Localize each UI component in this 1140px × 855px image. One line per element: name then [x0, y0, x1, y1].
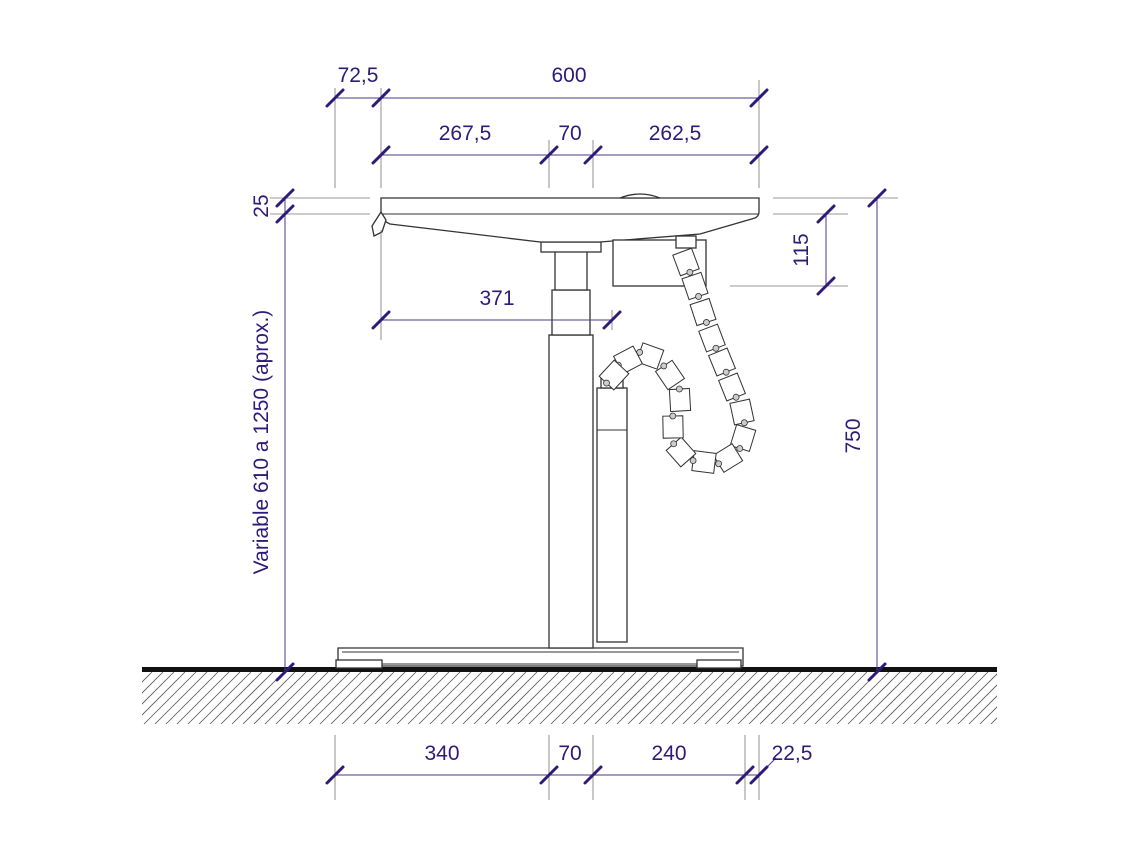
- chain-link: [717, 372, 747, 402]
- chain-link: [598, 359, 630, 391]
- tick: [275, 204, 295, 224]
- lifting-column: [540, 241, 602, 649]
- dim-top-right-segment: 262,5: [649, 122, 702, 145]
- dim-top-width: 600: [551, 64, 586, 87]
- tick: [371, 145, 391, 165]
- dim-total-height: 750: [842, 418, 865, 453]
- chain-link: [668, 385, 692, 413]
- tick: [749, 765, 769, 785]
- dim-base-left: 340: [424, 742, 459, 765]
- tick: [749, 88, 769, 108]
- chain-link: [662, 412, 684, 439]
- tick: [583, 145, 603, 165]
- dim-column-offset: 371: [479, 287, 514, 310]
- chain-link: [654, 359, 686, 391]
- chain-link: [635, 342, 665, 370]
- tick: [735, 765, 755, 785]
- desktop: [371, 193, 760, 287]
- chain-link: [681, 271, 709, 301]
- ground: [142, 667, 997, 724]
- dim-column-width-base: 70: [558, 742, 581, 765]
- motor-housing: [596, 377, 628, 643]
- tick: [816, 276, 836, 296]
- dim-height-range: Variable 610 a 1250 (aprox.): [250, 310, 273, 575]
- control-handle: [371, 210, 387, 237]
- dim-top-thickness: 25: [250, 194, 273, 217]
- tick: [325, 88, 345, 108]
- tick: [816, 204, 836, 224]
- dim-top-overhang: 72,5: [338, 64, 379, 87]
- tick: [325, 765, 345, 785]
- chain-link: [689, 297, 717, 327]
- dim-top-left-segment: 267,5: [439, 122, 492, 145]
- dim-base-overhang: 22,5: [772, 742, 813, 765]
- dim-box-depth: 115: [790, 233, 813, 266]
- dimension-labels: 72,5 600 267,5 70 262,5 371 340 70 240 2…: [250, 64, 865, 765]
- tick: [867, 188, 887, 208]
- chain-link: [729, 423, 757, 453]
- cable-chain: [598, 247, 757, 474]
- tick: [539, 765, 559, 785]
- tick: [602, 310, 622, 330]
- tick: [867, 662, 887, 682]
- tick: [539, 145, 559, 165]
- chain-link: [707, 347, 737, 377]
- tick: [275, 188, 295, 208]
- dim-base-right: 240: [651, 742, 686, 765]
- ground-hatching: [142, 672, 997, 724]
- chain-link: [712, 443, 744, 473]
- tick: [371, 310, 391, 330]
- chain-link: [665, 436, 697, 468]
- tick: [371, 88, 391, 108]
- base-foot: [335, 647, 744, 669]
- chain-link: [729, 398, 755, 427]
- floor-line: [142, 667, 997, 672]
- chain-link: [698, 323, 726, 353]
- tick: [583, 765, 603, 785]
- dimension-ticks: [275, 88, 887, 785]
- tick: [749, 145, 769, 165]
- chain-link: [672, 247, 700, 277]
- chain-link: [689, 450, 717, 474]
- tick: [275, 662, 295, 682]
- dim-column-width-top: 70: [558, 122, 581, 145]
